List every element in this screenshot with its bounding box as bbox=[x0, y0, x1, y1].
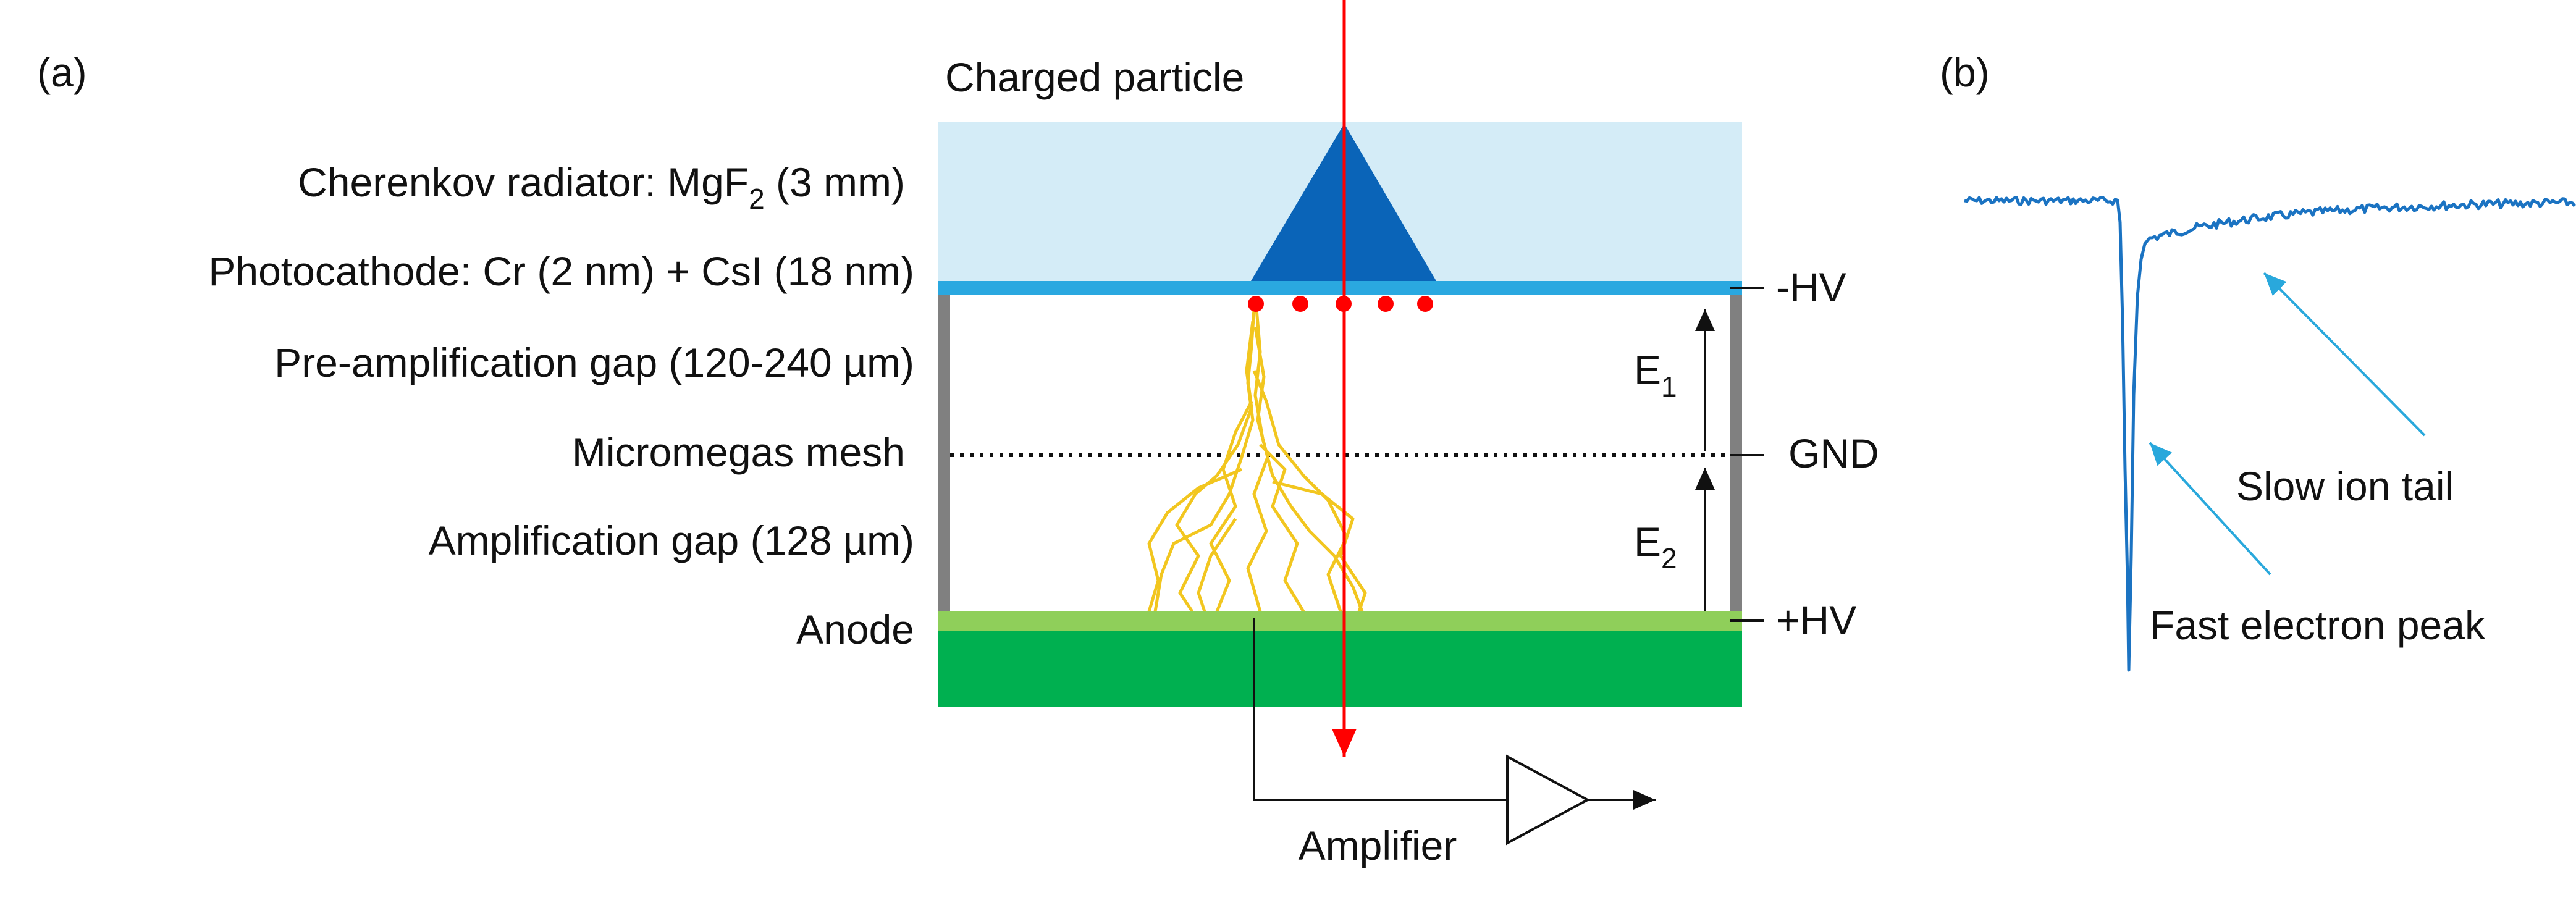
photocathode-layer bbox=[938, 281, 1742, 295]
minus-hv-label: -HV bbox=[1776, 264, 1846, 310]
fast-electron-peak-arrow bbox=[2149, 442, 2271, 576]
anode-label: Anode bbox=[796, 607, 914, 652]
left-electrode-frame bbox=[938, 295, 950, 611]
amplifier-label: Amplifier bbox=[1299, 823, 1457, 868]
plus-hv-label: +HV bbox=[1776, 597, 1856, 643]
amplification-gap-label: Amplification gap (128 µm) bbox=[429, 518, 914, 563]
e1-label: E1 bbox=[1634, 347, 1677, 403]
panel-label-a: (a) bbox=[37, 49, 87, 95]
photoelectron bbox=[1378, 296, 1394, 312]
micromegas-mesh-label: Micromegas mesh bbox=[572, 429, 905, 475]
readout-wire bbox=[1253, 618, 1507, 801]
fast-electron-peak-label: Fast electron peak bbox=[2150, 602, 2486, 648]
pre-amplification-gap-label: Pre-amplification gap (120-240 µm) bbox=[274, 340, 914, 385]
photoelectron bbox=[1417, 296, 1433, 312]
signal-trace bbox=[1964, 196, 2576, 672]
gnd-label: GND bbox=[1788, 430, 1879, 476]
anode-base bbox=[938, 631, 1742, 707]
right-electrode-frame bbox=[1730, 295, 1742, 611]
slow-ion-tail-arrow bbox=[2263, 272, 2426, 437]
photoelectrons bbox=[1248, 296, 1433, 312]
photocathode-label: Photocathode: Cr (2 nm) + CsI (18 nm) bbox=[208, 248, 914, 294]
cherenkov-radiator-label: Cherenkov radiator: MgF2 (3 mm) bbox=[298, 159, 905, 215]
slow-ion-tail-label: Slow ion tail bbox=[2236, 463, 2454, 509]
e2-label: E2 bbox=[1634, 519, 1677, 574]
charged-particle-label: Charged particle bbox=[945, 54, 1244, 100]
photoelectron bbox=[1248, 296, 1264, 312]
amplifier-symbol bbox=[1506, 754, 1591, 846]
signal-panel: Slow ion tail Fast electron peak bbox=[1964, 196, 2576, 672]
anode-top-layer bbox=[938, 611, 1742, 631]
panel-label-b: (b) bbox=[1940, 49, 1990, 95]
electron-avalanche bbox=[1147, 308, 1367, 613]
photoelectron bbox=[1292, 296, 1308, 312]
